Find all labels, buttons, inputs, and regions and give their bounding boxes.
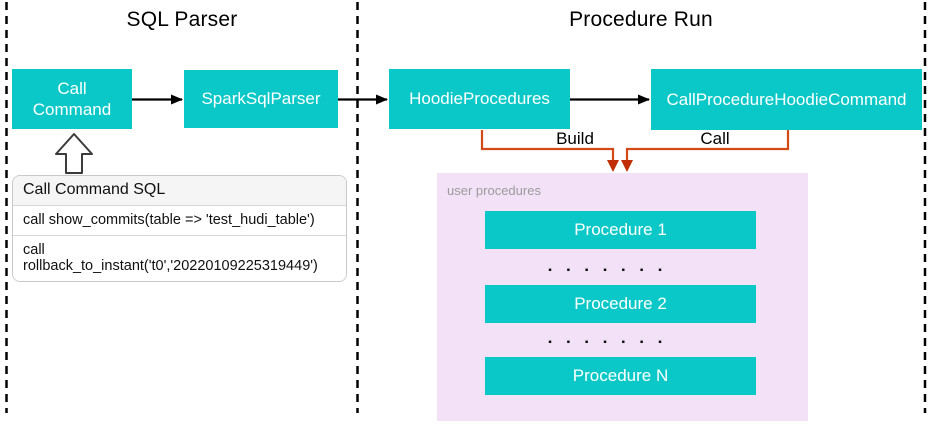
node-call-procedure-hoodie-command: CallProcedureHoodieCommand	[651, 69, 922, 130]
node-call-command: Call Command	[12, 69, 132, 129]
user-procedures-panel: user procedures Procedure 1 ▪ ▪ ▪ ▪ ▪ ▪ …	[437, 173, 808, 421]
section-title-sql-parser: SQL Parser	[126, 8, 238, 31]
flow-label-call: Call	[700, 129, 730, 148]
node-spark-sql-parser: SparkSqlParser	[184, 70, 338, 128]
sql-table-row: call show_commits(table => 'test_hudi_ta…	[13, 206, 346, 235]
node-hoodie-procedures: HoodieProcedures	[389, 69, 570, 129]
node-procedure-n: Procedure N	[485, 357, 756, 395]
ellipsis-separator: ▪ ▪ ▪ ▪ ▪ ▪ ▪	[548, 337, 668, 348]
section-title-procedure-run: Procedure Run	[569, 8, 713, 31]
build-arrowhead-icon	[607, 160, 619, 172]
block-arrow-up-icon	[55, 133, 93, 174]
node-procedure-1: Procedure 1	[485, 211, 756, 249]
ellipsis-separator: ▪ ▪ ▪ ▪ ▪ ▪ ▪	[548, 265, 668, 276]
user-procedures-label: user procedures	[447, 183, 541, 198]
sql-table-header: Call Command SQL	[13, 176, 346, 206]
sql-table-row: call rollback_to_instant('t0','202201092…	[13, 235, 346, 281]
flow-label-build: Build	[556, 129, 594, 148]
node-procedure-2: Procedure 2	[485, 285, 756, 323]
call-command-sql-table: Call Command SQL call show_commits(table…	[12, 175, 347, 282]
call-arrowhead-icon	[621, 160, 633, 172]
